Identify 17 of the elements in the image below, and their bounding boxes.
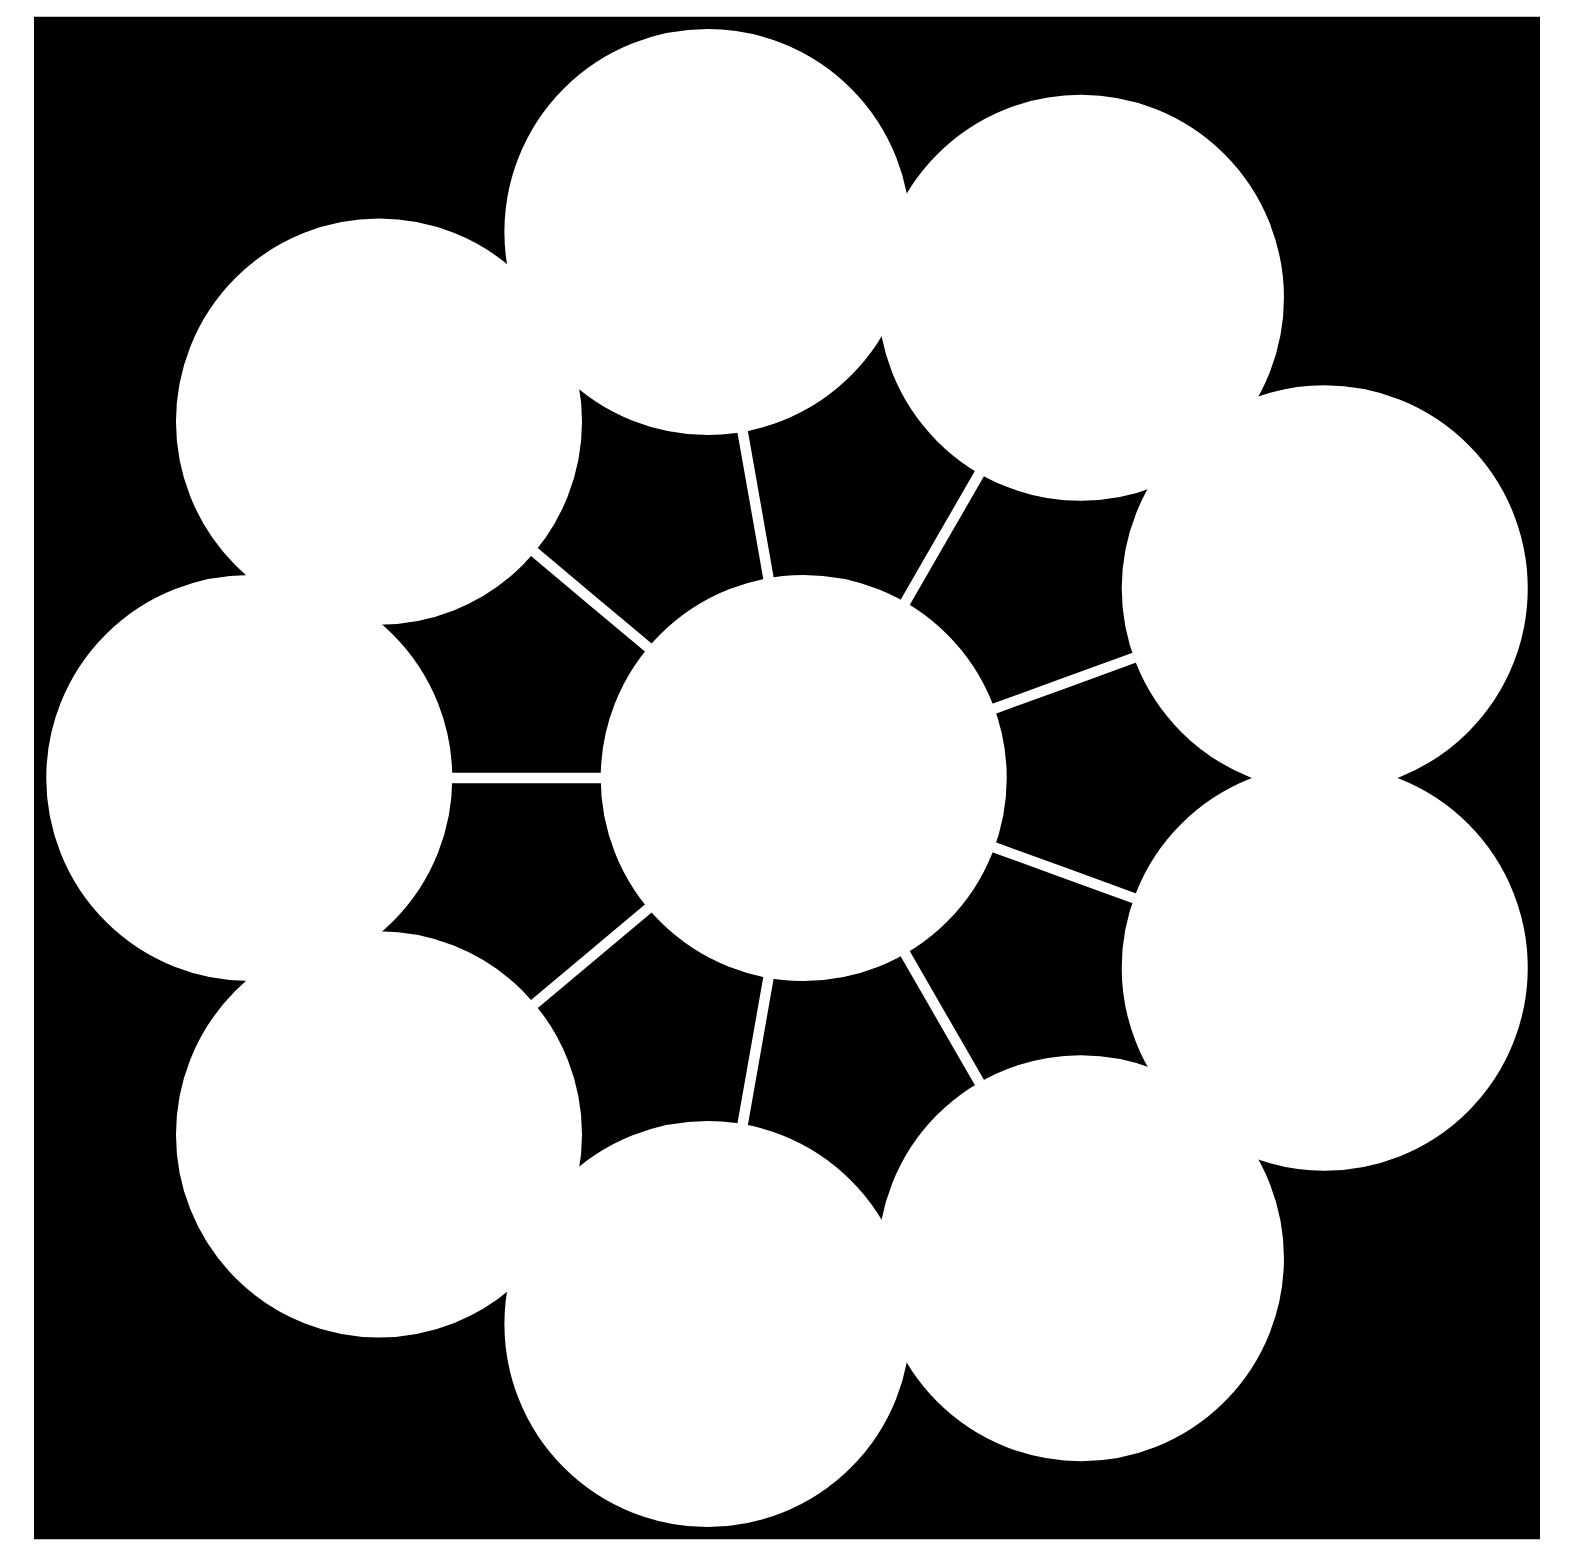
connector — [737, 429, 774, 581]
connector — [991, 652, 1137, 714]
connector — [991, 842, 1137, 904]
node-circle — [877, 1055, 1284, 1462]
connector — [530, 903, 653, 1009]
node-circle — [600, 575, 1007, 982]
connector — [900, 470, 985, 606]
connector — [900, 950, 985, 1086]
node-circle — [46, 575, 453, 982]
connector — [530, 547, 653, 653]
node-circle — [504, 28, 911, 435]
node-circle — [175, 931, 582, 1338]
node-circle — [504, 1121, 911, 1528]
node-circle — [877, 94, 1284, 501]
connector — [450, 772, 602, 784]
node-circle — [175, 218, 582, 625]
connector — [737, 975, 774, 1127]
